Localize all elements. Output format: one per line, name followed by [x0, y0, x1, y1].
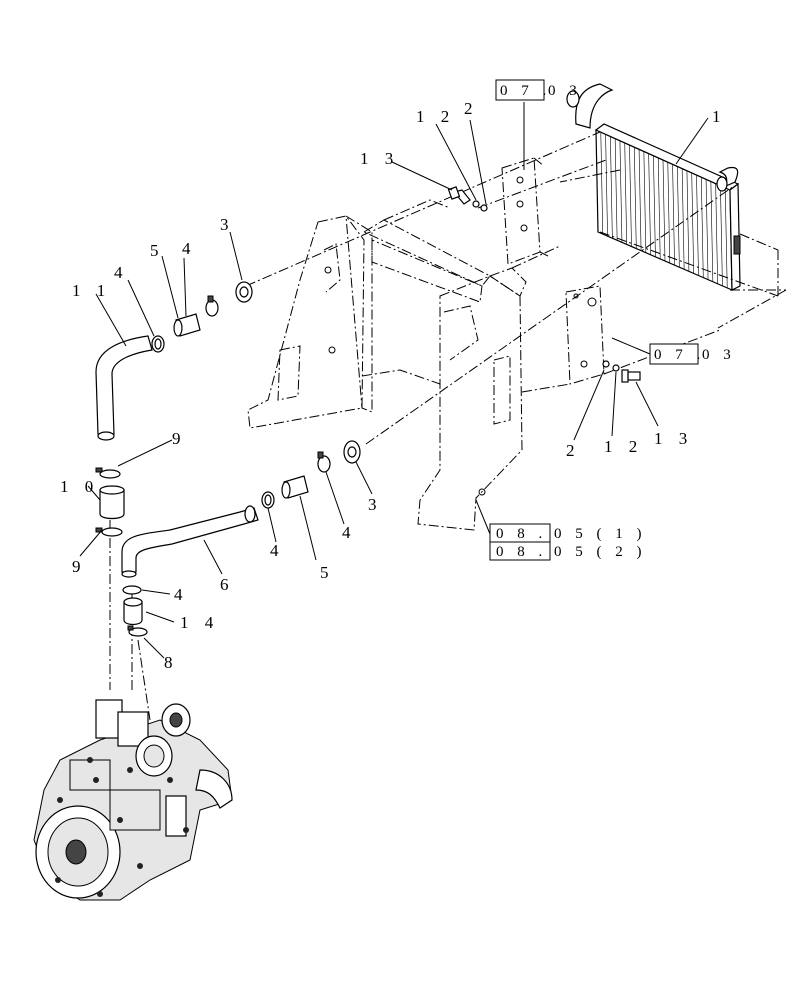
reference-box-text: 0 8 .: [496, 544, 547, 560]
hose-11: [95, 335, 153, 441]
washer-12-lower: [612, 364, 620, 372]
reference-tail-text: 0 3: [702, 347, 736, 363]
callout-9-upper: 9: [172, 429, 187, 448]
bolt-13-lower: [621, 369, 641, 383]
reference-box-text: 0 7 .: [654, 347, 705, 363]
reference-08-05-1: 0 8 . 0 5 ( 1 ): [489, 523, 647, 543]
clamp-4-mid: [261, 491, 275, 509]
callout-5-lower: 5: [320, 563, 335, 582]
hose-sleeve-5-upper: [173, 313, 201, 337]
callout-13-lower: 1 3: [654, 429, 693, 448]
callout-3-lower: 3: [368, 495, 383, 514]
clamp-8: [127, 625, 148, 637]
callout-1: 1: [712, 107, 727, 126]
hose-6: [121, 505, 259, 578]
clamp-4-lower-right: [317, 451, 331, 473]
chassis-frame: [247, 199, 571, 531]
callout-3-upper: 3: [220, 215, 235, 234]
callout-2-upper: 2: [464, 99, 479, 118]
callout-4-lower-right: 4: [342, 523, 357, 542]
callout-8: 8: [164, 653, 179, 672]
radiator: [566, 83, 741, 291]
washer-2-upper: [480, 204, 488, 212]
washer-3-lower: [343, 440, 361, 464]
callout-4-upper-right: 4: [182, 239, 197, 258]
callout-6: 6: [220, 575, 235, 594]
callout-labels: 1 2 1 2 1 3 3 4 5 4 1 1 9 1 0 9 4 5 4 3 …: [60, 99, 727, 672]
reference-box-text: 0 8 .: [496, 526, 547, 542]
clamp-4-upper-left: [151, 335, 165, 353]
reference-08-05-2: 0 8 . 0 5 ( 2 ): [489, 541, 647, 561]
reference-tail-text: 0 5 ( 2 ): [554, 544, 647, 560]
washer-2-lower: [602, 360, 610, 368]
reference-07-03-top: 0 7 . 0 3: [495, 79, 582, 101]
upper-bracket-plate: [501, 157, 549, 265]
callout-4-mid: 4: [270, 541, 285, 560]
bolt-13-upper: [447, 186, 471, 205]
reference-07-03-right: 0 7 . 0 3: [649, 343, 736, 365]
hose-sleeve-14: [123, 597, 143, 626]
callout-13-upper: 1 3: [360, 149, 399, 168]
clamp-4-bottom: [122, 585, 142, 595]
engine: [33, 699, 233, 901]
callout-12-upper: 1 2: [416, 107, 455, 126]
clamp-9-upper: [95, 467, 121, 479]
callout-9-lower: 9: [72, 557, 87, 576]
callout-10: 1 0: [60, 477, 99, 496]
reference-box-text: 0 7 .: [500, 83, 551, 99]
hose-sleeve-5-lower: [281, 475, 309, 499]
reference-tail-text: 0 5 ( 1 ): [554, 526, 647, 542]
reference-tail-text: 0 3: [548, 83, 582, 99]
washer-3-upper: [235, 281, 253, 303]
callout-14: 1 4: [180, 613, 219, 632]
callout-4-bottom: 4: [174, 585, 189, 604]
hose-sleeve-10: [99, 485, 125, 520]
callout-5-upper: 5: [150, 241, 165, 260]
callout-12-lower: 1 2: [604, 437, 643, 456]
clamp-9-lower: [95, 527, 123, 537]
callout-11: 1 1: [72, 281, 111, 300]
washer-12-upper: [472, 200, 480, 208]
callout-4-upper-left: 4: [114, 263, 129, 282]
lower-bracket-plate: [565, 285, 605, 385]
callout-2-lower: 2: [566, 441, 581, 460]
clamp-4-upper-right: [205, 295, 219, 317]
leader-lines: [79, 102, 709, 659]
assembly-guide-lines: [109, 131, 787, 721]
